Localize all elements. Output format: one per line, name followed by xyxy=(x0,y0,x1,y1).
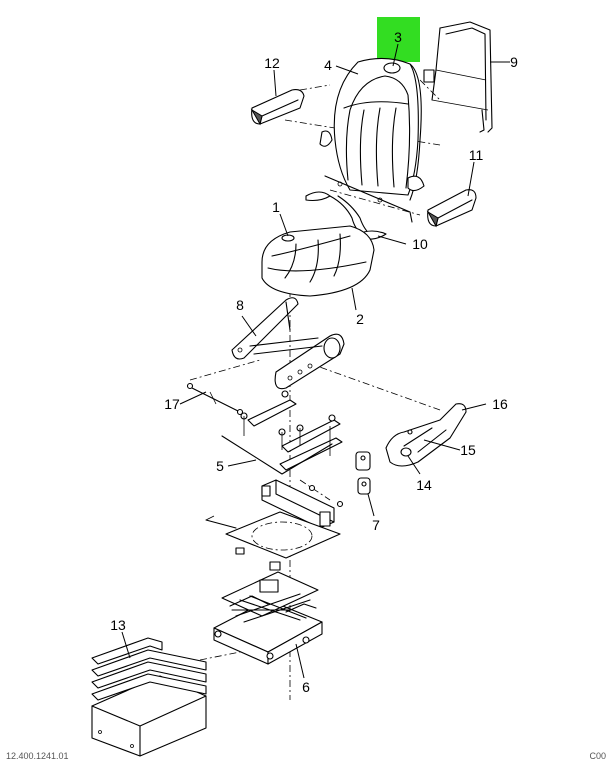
suspension-base xyxy=(213,571,323,665)
swivel-plate xyxy=(205,511,341,571)
seat-cushion xyxy=(261,225,375,297)
mounting-plates xyxy=(240,390,343,471)
callout-8: 8 xyxy=(236,297,244,313)
callout-12: 12 xyxy=(264,55,280,71)
callout-14: 14 xyxy=(416,477,432,493)
callout-3: 3 xyxy=(394,29,402,45)
group-bracket-5 xyxy=(221,435,333,475)
side-bracket xyxy=(385,403,467,467)
armrest-left xyxy=(250,89,305,126)
callout-5: 5 xyxy=(216,458,224,474)
seat-back xyxy=(319,57,425,201)
footer-drawing-number: 12.400.1241.01 xyxy=(6,751,69,761)
callout-11: 11 xyxy=(469,147,484,163)
footer-revision: C00 xyxy=(589,751,606,761)
callout-16: 16 xyxy=(492,396,508,412)
callout-6: 6 xyxy=(302,679,310,695)
callout-17: 17 xyxy=(164,396,180,412)
armrest-right xyxy=(426,189,477,228)
callout-9: 9 xyxy=(510,54,518,70)
fittings xyxy=(355,451,371,495)
leader-lines xyxy=(121,43,510,679)
callout-10: 10 xyxy=(412,236,428,252)
slider-frame xyxy=(231,297,345,390)
highlight-box xyxy=(377,17,420,62)
callout-15: 15 xyxy=(460,442,476,458)
bellows-cover xyxy=(91,637,207,757)
callouts: 1 2 3 4 5 6 7 8 9 10 11 12 13 14 15 16 1… xyxy=(110,29,518,695)
callout-13: 13 xyxy=(110,617,126,633)
callout-1: 1 xyxy=(272,199,280,215)
upper-suspension-bracket xyxy=(261,479,344,529)
callout-7: 7 xyxy=(372,517,380,533)
callout-2: 2 xyxy=(356,311,364,327)
callout-4: 4 xyxy=(324,57,332,73)
headrest-frame xyxy=(423,21,493,133)
cable xyxy=(186,382,244,416)
